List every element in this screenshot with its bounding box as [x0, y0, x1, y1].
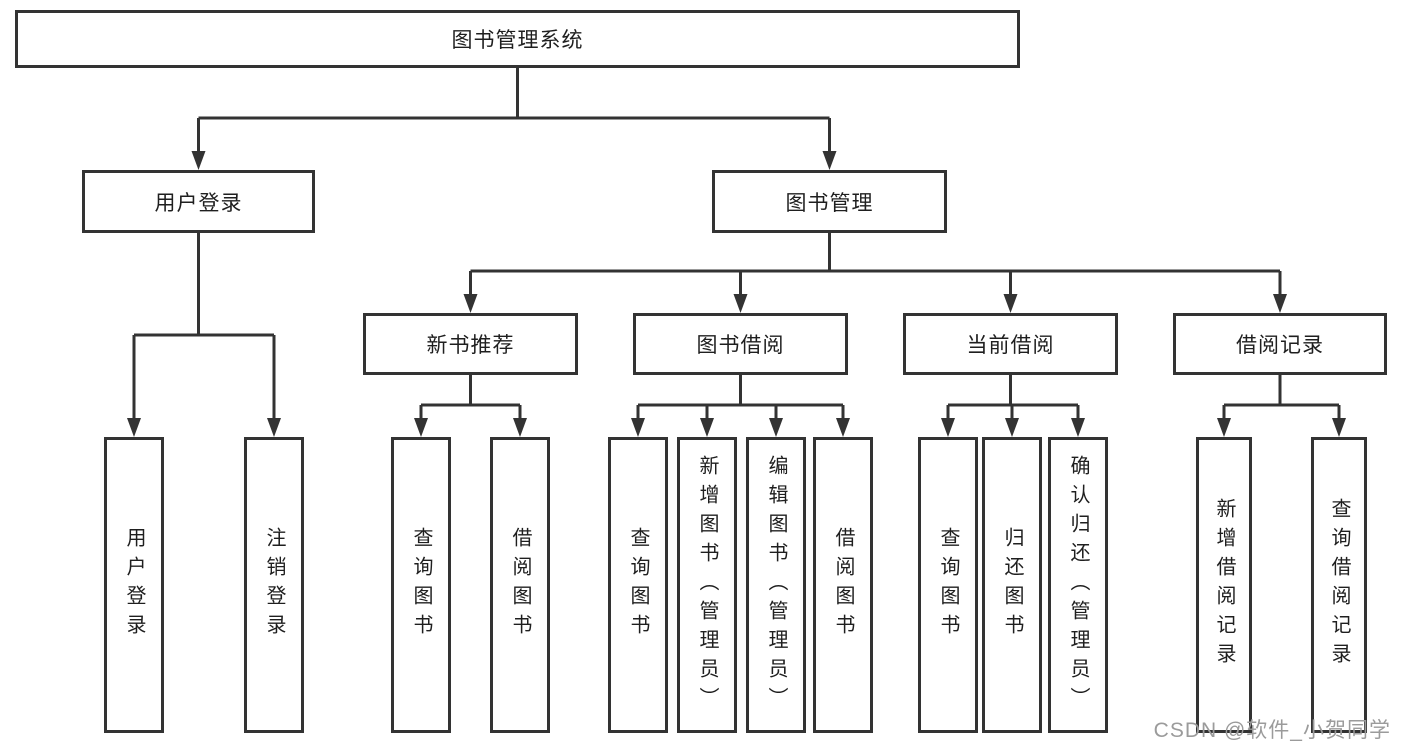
leaf-add-books-admin: 新增图书（管理员） — [677, 437, 737, 733]
leaf-query-books-borrow: 查询图书 — [608, 437, 668, 733]
arrowheads — [127, 151, 1346, 437]
node-label: 用户登录 — [154, 191, 243, 215]
node-label: 查询图书 — [627, 527, 649, 643]
node-current-borrowing: 当前借阅 — [903, 313, 1118, 375]
node-label: 图书管理 — [785, 191, 874, 215]
node-label: 借阅记录 — [1236, 334, 1324, 357]
node-label: 注销登录 — [263, 527, 285, 643]
node-label: 确认归还（管理员） — [1067, 454, 1089, 716]
node-label: 用户登录 — [123, 527, 145, 643]
leaf-logout: 注销登录 — [244, 437, 304, 733]
node-label: 查询图书 — [937, 527, 959, 643]
leaf-user-login: 用户登录 — [104, 437, 164, 733]
node-label: 借阅图书 — [832, 527, 854, 643]
leaf-query-books-recommend: 查询图书 — [391, 437, 451, 733]
node-book-management-module: 图书管理 — [712, 170, 947, 233]
node-label: 查询图书 — [410, 527, 432, 643]
leaf-edit-books-admin: 编辑图书（管理员） — [746, 437, 806, 733]
leaf-add-borrow-record: 新增借阅记录 — [1196, 437, 1252, 733]
node-label: 编辑图书（管理员） — [765, 454, 787, 716]
leaf-borrow-books-recommend: 借阅图书 — [490, 437, 550, 733]
leaf-query-books-current: 查询图书 — [918, 437, 978, 733]
node-label: 图书借阅 — [696, 334, 785, 357]
leaf-return-books: 归还图书 — [982, 437, 1042, 733]
node-label: 图书管理系统 — [451, 29, 584, 52]
node-root-library-system: 图书管理系统 — [15, 10, 1020, 68]
leaf-confirm-return-admin: 确认归还（管理员） — [1048, 437, 1108, 733]
node-book-borrowing: 图书借阅 — [633, 313, 848, 375]
node-borrowing-records: 借阅记录 — [1173, 313, 1387, 375]
node-label: 查询借阅记录 — [1328, 498, 1350, 672]
node-label: 新书推荐 — [426, 334, 515, 357]
node-label: 新增借阅记录 — [1213, 498, 1235, 672]
leaf-borrow-books: 借阅图书 — [813, 437, 873, 733]
node-label: 新增图书（管理员） — [696, 454, 718, 716]
node-label: 当前借阅 — [966, 334, 1055, 357]
node-user-login-module: 用户登录 — [82, 170, 315, 233]
leaf-query-borrow-record: 查询借阅记录 — [1311, 437, 1367, 733]
node-new-book-recommend: 新书推荐 — [363, 313, 578, 375]
csdn-watermark: CSDN @软件_小贺同学 — [1153, 719, 1391, 742]
node-label: 借阅图书 — [509, 527, 531, 643]
node-label: 归还图书 — [1001, 527, 1023, 643]
